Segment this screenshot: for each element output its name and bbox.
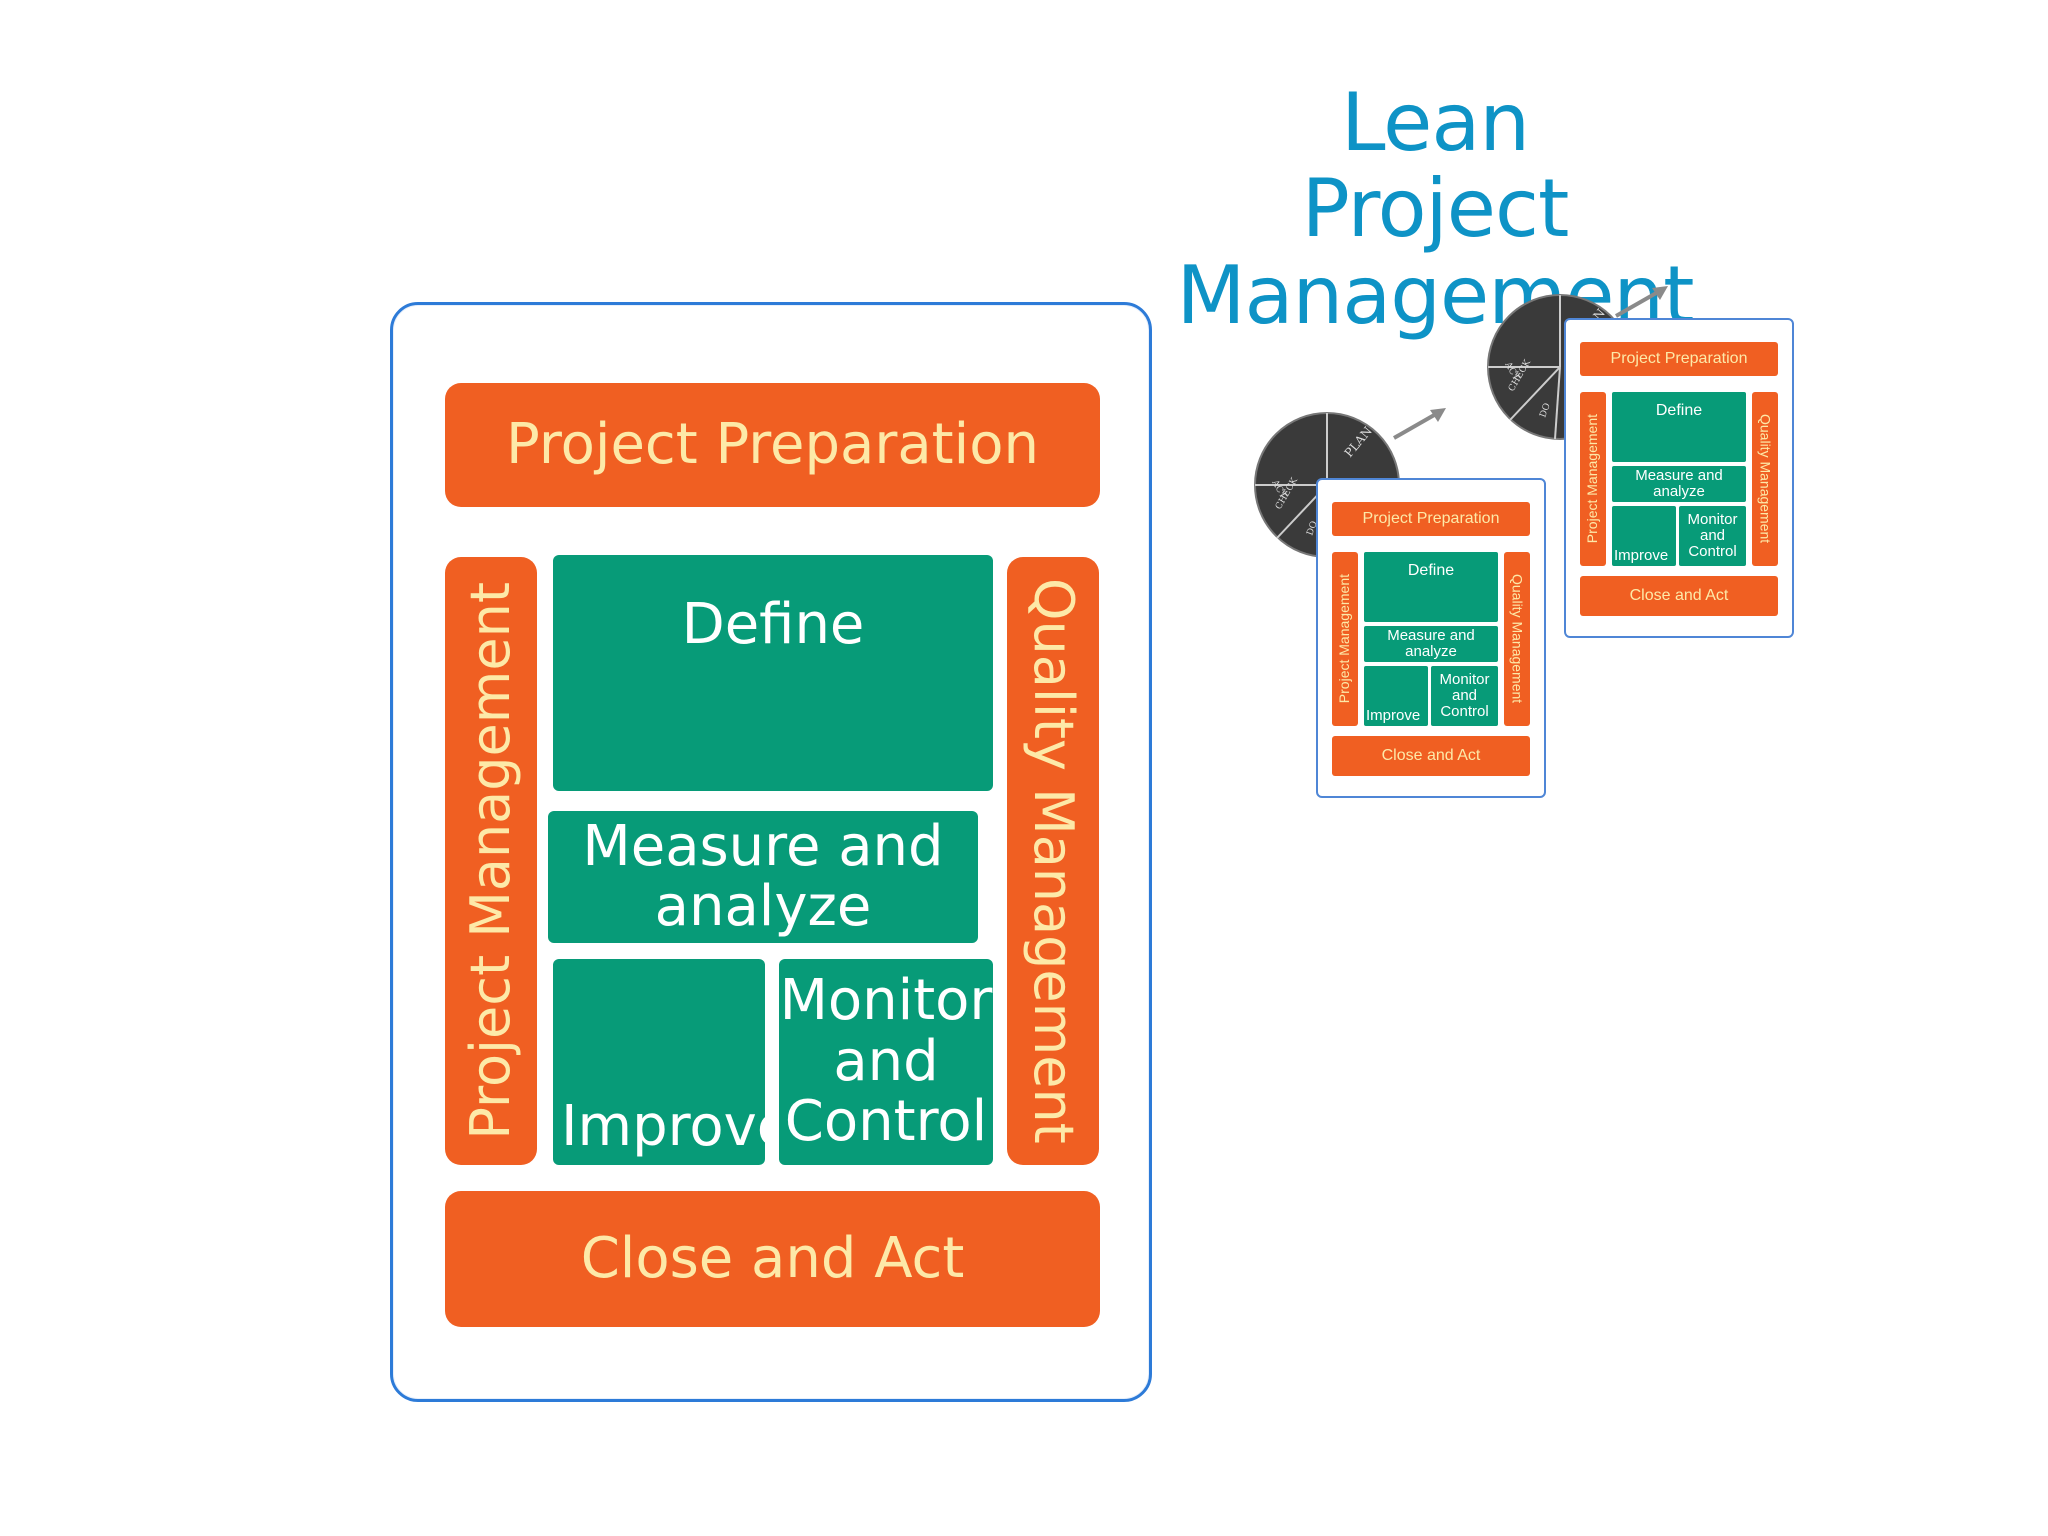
close-and-act-block: Close and Act [445, 1191, 1100, 1327]
mini-framework-diagram-1: Project Preparation Project Management Q… [1316, 478, 1546, 798]
monitor-label-line-1: Monitor [779, 968, 993, 1034]
mini-1-monitor-line-1: Monitor [1439, 670, 1490, 688]
mini-1-close-and-act-block: Close and Act [1332, 736, 1530, 776]
mini-1-quality-management-label: Quality Management [1509, 574, 1526, 704]
mini-2-quality-management-label: Quality Management [1757, 414, 1774, 544]
measure-and-analyze-block: Measure and analyze [548, 811, 978, 943]
mini-2-monitor-line-1: Monitor [1687, 510, 1738, 528]
mini-2-monitor-line-2: and [1699, 526, 1726, 544]
mini-2-project-preparation-block: Project Preparation [1580, 342, 1778, 376]
title-line-2: Project Management [1176, 162, 1695, 342]
arrow-icon-1 [1393, 408, 1446, 440]
mini-2-monitor-and-control-block: Monitor and Control [1679, 506, 1746, 566]
mini-2-measure-and-analyze-block: Measure and analyze [1612, 466, 1746, 502]
mini-1-project-management-block: Project Management [1332, 552, 1358, 726]
mini-2-project-management-label: Project Management [1584, 414, 1601, 544]
project-management-label: Project Management [458, 582, 522, 1140]
title-line-1: Lean [1340, 76, 1530, 169]
define-block: Define [553, 555, 993, 791]
project-preparation-block: Project Preparation [445, 383, 1100, 507]
page-title: Lean Project Management [1085, 76, 1785, 342]
quality-management-block: Quality Management [1007, 557, 1099, 1165]
quality-management-label: Quality Management [1022, 578, 1086, 1144]
mini-1-monitor-and-control-block: Monitor and Control [1431, 666, 1498, 726]
mini-1-improve-block: Improve [1364, 666, 1428, 726]
mini-2-quality-management-block: Quality Management [1752, 392, 1778, 566]
arrow-icon-2 [1615, 286, 1668, 318]
mini-2-project-management-block: Project Management [1580, 392, 1606, 566]
mini-1-measure-and-analyze-block: Measure and analyze [1364, 626, 1498, 662]
improve-block: Improve [553, 959, 765, 1165]
mini-2-improve-block: Improve [1612, 506, 1676, 566]
mini-2-define-block: Define [1612, 392, 1746, 462]
project-management-block: Project Management [445, 557, 537, 1165]
mini-framework-diagram-2: Project Preparation Project Management Q… [1564, 318, 1794, 638]
monitor-and-control-block: Monitor and Control [779, 959, 993, 1165]
mini-1-quality-management-block: Quality Management [1504, 552, 1530, 726]
mini-1-monitor-line-3: Control [1440, 703, 1489, 721]
mini-2-close-and-act-block: Close and Act [1580, 576, 1778, 616]
wheel-2-do-label: DO [1538, 402, 1552, 419]
mini-1-project-preparation-block: Project Preparation [1332, 502, 1530, 536]
monitor-label-line-2: and [833, 1028, 939, 1094]
mini-2-monitor-line-3: Control [1688, 543, 1737, 561]
monitor-label-line-3: Control [784, 1089, 988, 1155]
mini-1-define-block: Define [1364, 552, 1498, 622]
mini-1-monitor-line-2: and [1451, 686, 1478, 704]
mini-1-project-management-label: Project Management [1336, 574, 1353, 704]
framework-diagram: Project Preparation Project Management Q… [390, 302, 1152, 1402]
